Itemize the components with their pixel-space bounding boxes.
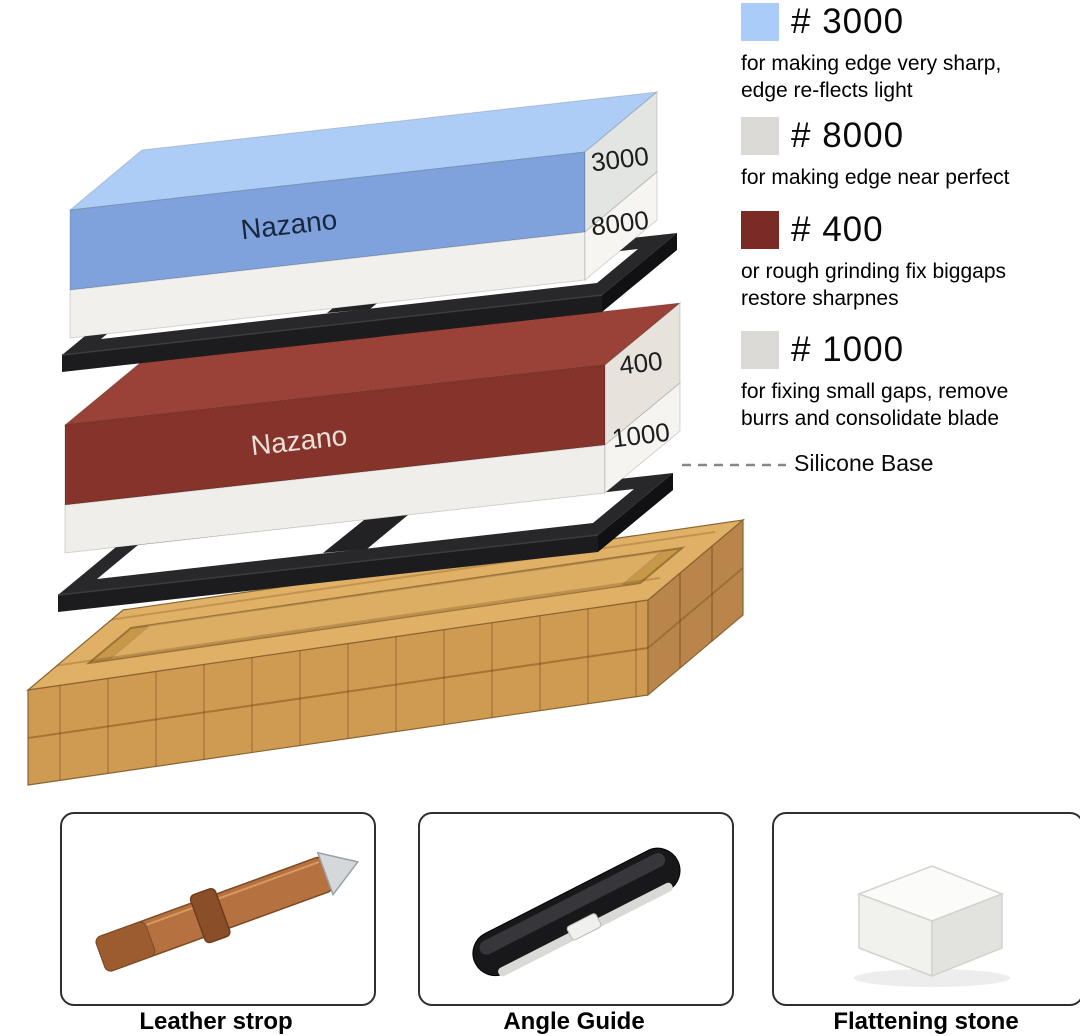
grit-3000-swatch — [741, 3, 779, 41]
angle-guide-image — [472, 847, 681, 977]
leather-strop-image — [95, 851, 360, 972]
frame-upper-side-thickness — [602, 233, 677, 312]
grit-400-title: # 400 — [791, 210, 884, 249]
bamboo-base-recess-floor — [108, 551, 663, 660]
dual-stone-400-1000: 400 1000 Nazano — [63, 301, 682, 554]
grit-3000-title: # 3000 — [791, 2, 905, 41]
leather-strop-label: Leather strop — [139, 1008, 293, 1035]
grit-1000-stone-label: 1000 — [610, 417, 671, 454]
leather-strop-box — [60, 812, 376, 1006]
frame-upper-front-thickness — [62, 295, 602, 372]
stone-8000-end-face — [584, 170, 658, 282]
legend-item-3000: # 3000 for making edge very sharp, edge … — [741, 2, 1080, 105]
grit-1000-desc: for fixing small gaps, remove burrs and … — [741, 380, 1009, 431]
grit-1000-title: # 1000 — [791, 330, 905, 369]
legend-item-8000: # 8000 for making edge near perfect — [741, 116, 1080, 191]
grit-3000-desc: for making edge very sharp, edge re-flec… — [741, 52, 1002, 103]
grit-8000-desc: for making edge near perfect — [741, 166, 1010, 189]
silicone-base-label: Silicone Base — [794, 450, 934, 476]
legend-item-1000: # 1000 for fixing small gaps, remove bur… — [741, 330, 1080, 433]
flattening-stone-box — [772, 812, 1080, 1006]
stone-1000-end-face — [604, 381, 681, 495]
frame-lower-side-thickness — [598, 473, 673, 552]
angle-guide-box — [418, 812, 734, 1006]
frame-lower-front-thickness — [58, 535, 598, 612]
legend-item-400: # 400 or rough grinding fix biggaps rest… — [741, 210, 1080, 313]
grit-8000-swatch — [741, 117, 779, 155]
flattening-stone-image — [854, 865, 1010, 987]
grit-1000-swatch — [741, 331, 779, 369]
frame-lower-crossbar — [323, 515, 408, 553]
grit-8000-title: # 8000 — [791, 116, 905, 155]
grit-8000-stone-label: 8000 — [589, 205, 650, 242]
dual-stone-3000-8000: 3000 8000 Nazano — [68, 90, 659, 339]
grit-400-desc: or rough grinding fix biggaps restore sh… — [741, 260, 1007, 311]
grit-3000-stone-label: 3000 — [589, 141, 650, 178]
grit-400-stone-label: 400 — [618, 346, 665, 381]
bamboo-grain-top — [39, 531, 716, 669]
grit-400-swatch — [741, 211, 779, 249]
angle-guide-label: Angle Guide — [503, 1008, 645, 1035]
flattening-stone-label: Flattening stone — [833, 1008, 1019, 1035]
